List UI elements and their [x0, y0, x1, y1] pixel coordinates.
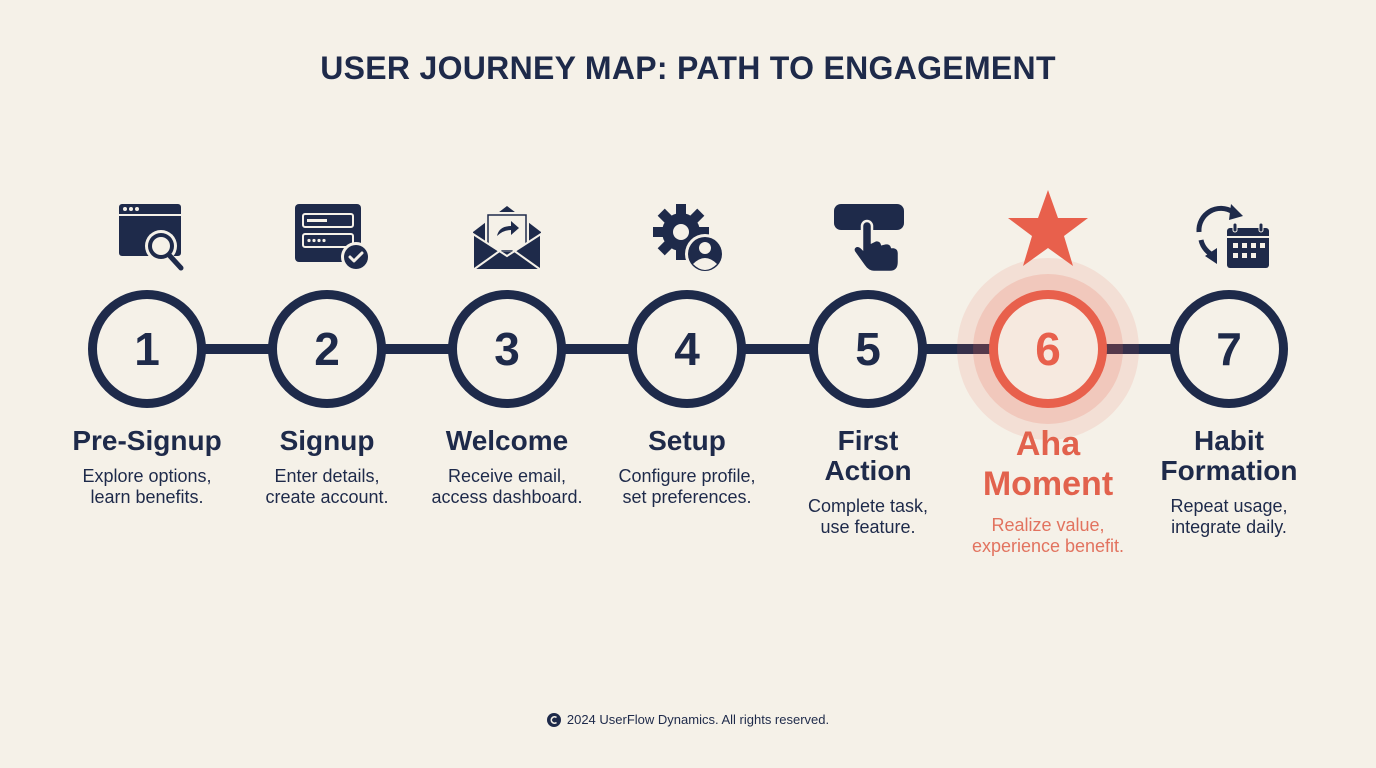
step-title-line: Habit [1194, 425, 1264, 456]
step-title: First Action [758, 426, 978, 486]
step-description-line: use feature. [820, 517, 916, 537]
open-envelope-icon [465, 196, 549, 280]
journey-step-pre-signup: 1 Pre-Signup Explore options, learn bene… [57, 0, 237, 768]
refresh-calendar-icon [1187, 196, 1271, 280]
gear-user-icon [645, 196, 729, 280]
form-check-icon [285, 196, 369, 280]
connector-line [920, 344, 996, 354]
star-icon [1006, 186, 1090, 270]
step-description-line: Repeat usage, [1170, 496, 1288, 516]
journey-step-aha-moment: 6 Aha Moment Realize value, experience b… [957, 0, 1139, 768]
hand-pointer-button-icon [826, 196, 910, 280]
step-description-line: learn benefits. [90, 487, 204, 507]
connector-line [560, 344, 636, 354]
step-number-circle: 5 [809, 290, 927, 408]
step-number-circle: 6 [989, 290, 1107, 408]
step-number-circle: 7 [1170, 290, 1288, 408]
step-description-line: set preferences. [622, 487, 752, 507]
journey-step-habit-formation: 7 Habit Formation Repeat usage, integrat… [1139, 0, 1319, 768]
step-number-circle: 3 [448, 290, 566, 408]
journey-step-welcome: 3 Welcome Receive email, access dashboar… [417, 0, 597, 768]
step-title: Signup [279, 425, 375, 456]
journey-step-first-action: 5 First Action Complete task, use featur… [778, 0, 958, 768]
browser-search-icon [105, 196, 189, 280]
step-description: Receive email, access dashboard. [397, 466, 617, 508]
connector-line [380, 344, 456, 354]
copyright-icon [546, 712, 561, 727]
connector-line [1100, 344, 1176, 354]
copyright-text: 2024 UserFlow Dynamics. All rights reser… [566, 712, 830, 727]
step-title: Aha Moment [938, 424, 1158, 504]
step-number-circle: 1 [88, 290, 206, 408]
step-title-line: Moment [982, 465, 1114, 503]
step-description-line: Enter details, [274, 466, 380, 486]
step-title: Setup [648, 425, 726, 456]
connector-line [200, 344, 276, 354]
step-description-line: Complete task, [807, 496, 929, 516]
step-title-line: Action [824, 455, 912, 486]
connector-line [740, 344, 816, 354]
step-description: Explore options, learn benefits. [37, 466, 257, 508]
journey-step-setup: 4 Setup Configure profile, set preferenc… [597, 0, 777, 768]
step-description-line: Explore options, [82, 466, 212, 486]
footer: 2024 UserFlow Dynamics. All rights reser… [0, 712, 1376, 727]
step-description-line: Configure profile, [618, 466, 756, 486]
step-description-line: Realize value, [991, 515, 1105, 535]
step-description: Complete task, use feature. [758, 496, 978, 538]
step-title-line: Aha [1015, 425, 1081, 463]
journey-step-signup: 2 Signup Enter details, create account. [237, 0, 417, 768]
step-description: Configure profile, set preferences. [577, 466, 797, 508]
step-description: Enter details, create account. [217, 466, 437, 508]
step-description-line: experience benefit. [971, 536, 1125, 556]
step-description: Realize value, experience benefit. [938, 515, 1158, 557]
step-title: Pre-Signup [72, 425, 222, 456]
step-number-circle: 2 [268, 290, 386, 408]
step-title: Habit Formation [1119, 426, 1339, 486]
step-description-line: access dashboard. [431, 487, 583, 507]
page-title: USER JOURNEY MAP: PATH TO ENGAGEMENT [320, 50, 1056, 86]
step-number-circle: 4 [628, 290, 746, 408]
step-title: Welcome [445, 425, 569, 456]
step-title-line: First [837, 425, 899, 456]
step-description-line: Receive email, [447, 466, 567, 486]
step-description-line: create account. [265, 487, 389, 507]
step-description: Repeat usage, integrate daily. [1119, 496, 1339, 538]
step-description-line: integrate daily. [1171, 517, 1287, 537]
step-title-line: Formation [1160, 455, 1298, 486]
